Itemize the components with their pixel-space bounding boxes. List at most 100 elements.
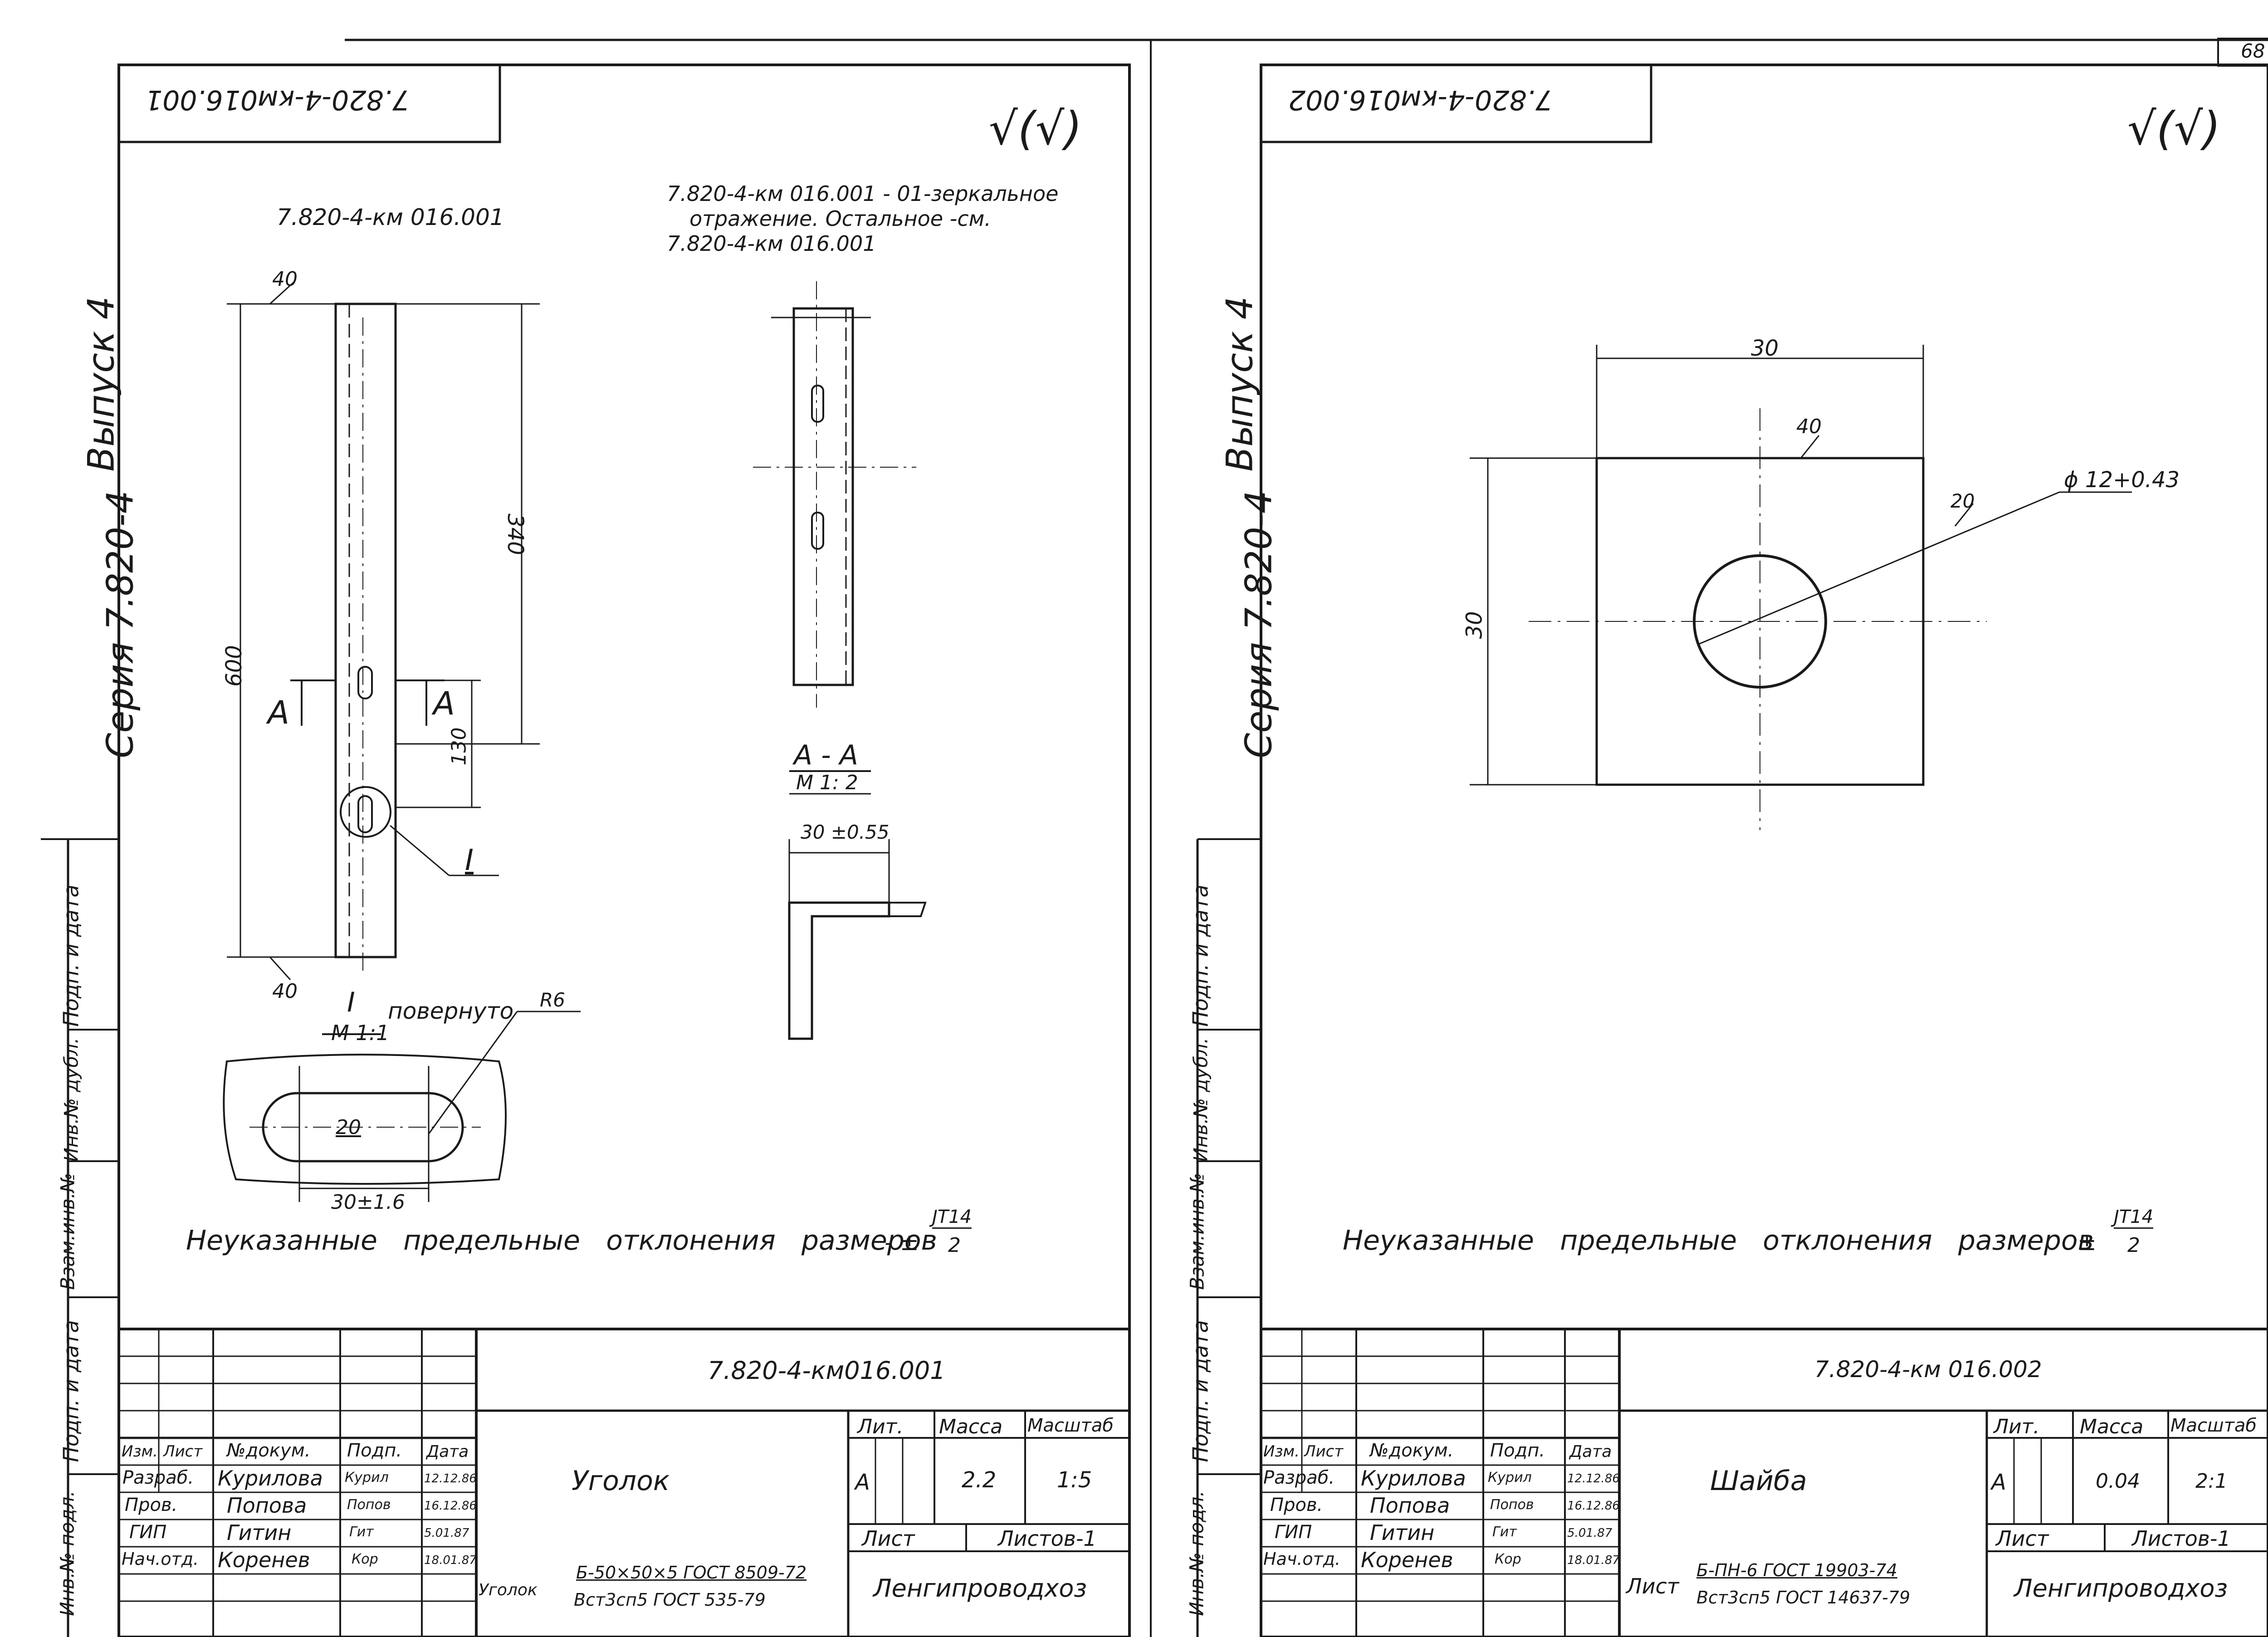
left-tb-lit-header: Лит.	[857, 1415, 904, 1438]
section-title: A - A	[794, 739, 858, 771]
dim-340: 340	[502, 513, 528, 555]
section-scale: M 1: 2	[796, 771, 858, 794]
left-series-label: Серия 7.820-4	[99, 490, 142, 758]
left-tb-sign-4: Кор	[352, 1551, 378, 1567]
right-tolerance-sign: ±	[2077, 1229, 2097, 1256]
left-side-label-5: Инв.№ подл.	[56, 1490, 78, 1616]
detail-title: I	[347, 987, 355, 1018]
right-tb-role-3: ГИП	[1275, 1522, 1312, 1543]
left-tb-date-1: 12.12.86	[424, 1472, 477, 1486]
left-tb-header-date: Дата	[426, 1442, 469, 1461]
right-side-label-3: Взам.инв.№	[1186, 1173, 1208, 1290]
left-tb-date-2: 16.12.86	[424, 1499, 477, 1513]
left-stamp-code: 7.820-4-км016.001	[145, 84, 410, 116]
left-tb-scale-header: Масштаб	[1027, 1415, 1114, 1436]
right-tb-designation: 7.820-4-км 016.002	[1814, 1356, 2042, 1383]
detail-scale: M 1:1	[331, 1021, 390, 1045]
right-tb-name-2: Попова	[1370, 1493, 1450, 1518]
left-tb-role-1: Разраб.	[122, 1467, 194, 1488]
hole-diameter: ϕ 12+0.43	[2064, 467, 2180, 493]
left-mirror-note-1: 7.820-4-км 016.001 - 01-зеркальное	[667, 181, 1059, 206]
left-tb-sheets-label: Листов-1	[998, 1526, 1097, 1551]
left-side-label-1: Подп. и дата	[59, 884, 83, 1027]
left-tb-mass-value: 2.2	[962, 1467, 997, 1493]
left-tb-date-4: 18.01.87	[424, 1554, 477, 1567]
right-stamp-code: 7.820-4-км016.002	[1288, 84, 1553, 116]
right-tb-header-doc: №докум.	[1370, 1440, 1454, 1461]
left-tolerance-num: JT14	[932, 1207, 972, 1229]
callout-I: I	[465, 844, 474, 877]
right-tb-material-1: Б-ПН-6 ГОСТ 19903-74	[1696, 1560, 1897, 1580]
section-letter-left: A	[268, 694, 289, 731]
right-tb-header-izm: Изм.	[1263, 1442, 1300, 1461]
left-tb-header-izm: Изм.	[122, 1442, 158, 1461]
right-tb-lit-value: А	[1991, 1470, 2006, 1495]
detail-roughness: 20	[336, 1116, 361, 1139]
left-tb-sign-3: Гит	[349, 1524, 374, 1540]
left-tb-material-prefix: Уголок	[479, 1581, 538, 1599]
right-tb-name-1: Курилова	[1361, 1466, 1466, 1490]
right-tb-header-date: Дата	[1569, 1442, 1612, 1461]
left-mirror-note-3: 7.820-4-км 016.001	[667, 231, 876, 256]
detail-radius: R6	[540, 989, 565, 1011]
right-tb-date-2: 16.12.86	[1567, 1499, 1620, 1513]
roughness-40-top: 40	[272, 268, 298, 291]
right-tb-mass-value: 0.04	[2096, 1470, 2140, 1493]
roughness-20: 20	[1950, 490, 1975, 512]
right-tb-scale-value: 2:1	[2195, 1470, 2228, 1493]
right-tb-material-prefix: Лист	[1626, 1574, 1679, 1598]
left-view-title: 7.820-4-км 016.001	[277, 204, 504, 230]
left-tb-date-3: 5.01.87	[424, 1526, 469, 1540]
left-tb-scale-value: 1:5	[1057, 1467, 1092, 1493]
left-tolerance-sign: - ±	[885, 1229, 919, 1256]
right-tb-date-4: 18.01.87	[1567, 1554, 1620, 1567]
left-tb-organization: Ленгипроводхоз	[873, 1574, 1087, 1603]
dim-130: 130	[447, 727, 471, 766]
dim-30-side: 30	[1461, 611, 1487, 639]
page-number: 68	[2241, 40, 2265, 62]
right-tb-date-3: 5.01.87	[1567, 1526, 1613, 1540]
left-tb-sign-2: Попов	[347, 1497, 391, 1513]
left-tb-role-4: Нач.отд.	[122, 1549, 199, 1569]
right-tb-sign-2: Попов	[1490, 1497, 1534, 1513]
left-tolerance-note: Неуказанные предельные отклонения размер…	[186, 1225, 937, 1256]
right-tb-sign-1: Курил	[1488, 1470, 1532, 1486]
left-tb-mass-header: Масса	[939, 1415, 1003, 1438]
left-roughness-symbol: √(√)	[989, 102, 1082, 155]
detail-rotated: повернуто	[388, 998, 514, 1024]
right-tb-scale-header: Масштаб	[2170, 1415, 2257, 1436]
left-issue-label: Выпуск 4	[80, 296, 122, 472]
right-roughness-symbol: √(√)	[2127, 102, 2221, 155]
right-tb-sign-3: Гит	[1492, 1524, 1517, 1540]
right-tb-role-1: Разраб.	[1263, 1467, 1335, 1488]
left-tb-sign-1: Курил	[345, 1470, 389, 1486]
dim-30-top: 30	[1751, 336, 1779, 361]
left-side-label-4: Подп. и дата	[59, 1320, 83, 1462]
right-tb-sign-4: Кор	[1495, 1551, 1521, 1567]
right-tb-header-sign: Подп.	[1490, 1440, 1545, 1461]
left-tb-role-3: ГИП	[129, 1522, 167, 1543]
left-tb-material-1: Б-50×50×5 ГОСТ 8509-72	[576, 1563, 807, 1583]
dim-600: 600	[221, 645, 247, 687]
section-letter-right: A	[433, 685, 455, 722]
right-issue-label: Выпуск 4	[1218, 296, 1261, 472]
right-tb-sheet-label: Лист	[1996, 1526, 2049, 1551]
right-tb-role-4: Нач.отд.	[1263, 1549, 1341, 1569]
roughness-40: 40	[1796, 415, 1822, 438]
left-tolerance-den: 2	[948, 1234, 961, 1257]
right-side-label-2: Инв.№ дубл.	[1189, 1037, 1212, 1162]
right-tb-organization: Ленгипроводхоз	[2014, 1574, 2228, 1603]
left-tb-role-2: Пров.	[125, 1495, 178, 1515]
right-tb-date-1: 12.12.86	[1567, 1472, 1620, 1486]
left-tb-name-4: Коренев	[218, 1548, 310, 1572]
detail-dim: 30±1.6	[331, 1191, 405, 1214]
right-tb-lit-header: Лит.	[1994, 1415, 2040, 1438]
right-tb-sheets-label: Листов-1	[2132, 1526, 2231, 1551]
right-tb-name: Шайба	[1710, 1465, 1807, 1497]
left-tb-header-list: Лист	[163, 1442, 203, 1461]
right-tb-role-2: Пров.	[1270, 1495, 1323, 1515]
left-side-label-2: Инв.№ дубл.	[60, 1037, 83, 1162]
roughness-40-bottom: 40	[272, 980, 298, 1003]
left-mirror-note-2: отражение. Остальное -см.	[689, 206, 991, 231]
section-dim: 30 ±0.55	[801, 821, 890, 843]
